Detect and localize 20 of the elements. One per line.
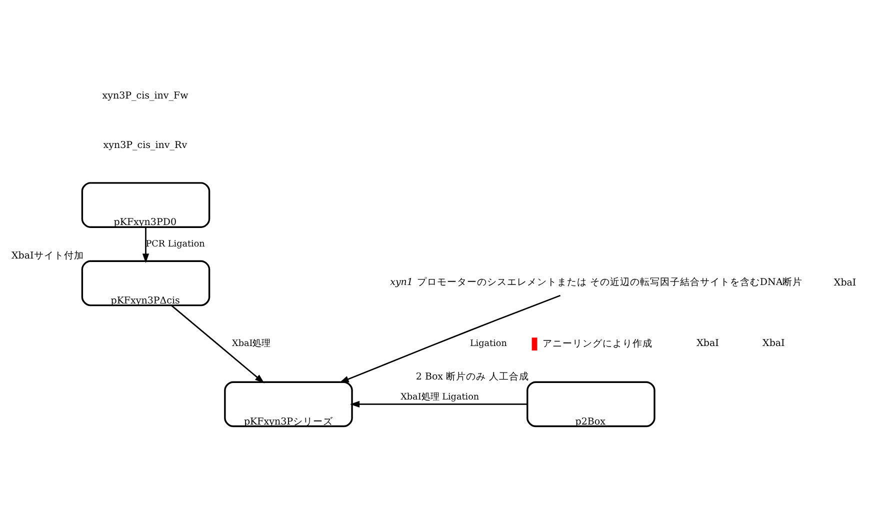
edge-label: XbaI処理: [232, 339, 271, 350]
node-label: 2 Box 断片のみ 人工合成: [416, 372, 530, 383]
arrow: [171, 305, 264, 384]
arrow: [142, 227, 150, 264]
label: XbaI: [696, 338, 719, 350]
node-box: pKFxyn3PD0: [81, 182, 210, 228]
edge-label: XbaI処理 Ligation: [400, 392, 480, 403]
label: XbaI: [834, 278, 856, 289]
arrow: [339, 294, 561, 383]
node-text: xyn1 プロモーターのシスエレメントまたは その近辺の転写因子結合サイトを含むDNA断片: [390, 277, 803, 288]
label: XbaI: [762, 338, 785, 350]
edge-label: Ligation: [470, 339, 507, 350]
legend-label: アニーリングにより作成: [542, 338, 653, 350]
arrow: [350, 400, 528, 408]
node-box: pKFxyn3Pシリーズ: [224, 381, 353, 428]
label: xyn3P_cis_inv_Rv: [103, 140, 188, 152]
node-box: p2Box: [526, 381, 656, 428]
label: xyn3P_cis_inv_Fw: [102, 90, 188, 102]
node-box: pKFxyn3PΔcis: [81, 260, 210, 306]
node-label: XbaIサイト付加: [12, 250, 84, 262]
